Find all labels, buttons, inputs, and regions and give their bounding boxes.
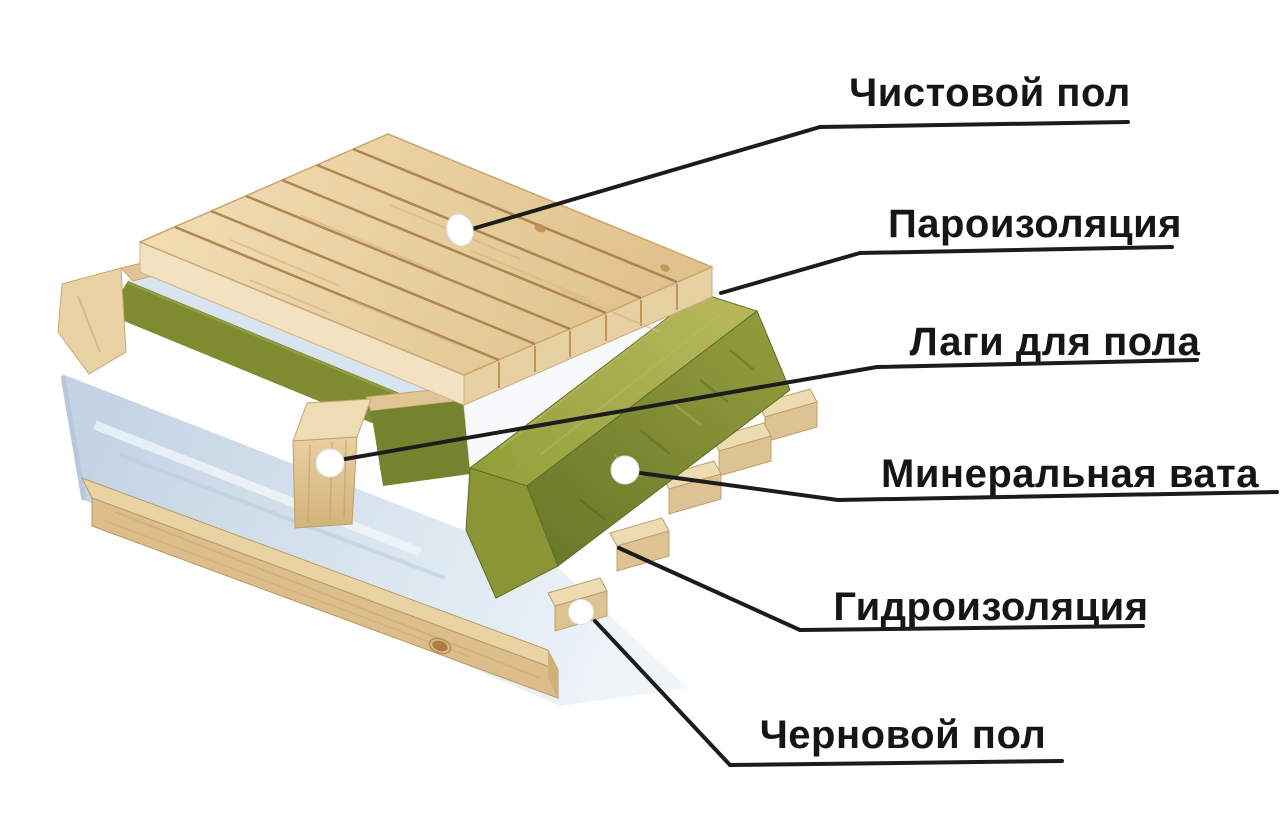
leader-line-subfloor xyxy=(593,619,732,767)
subfloor-slats xyxy=(547,388,818,632)
label-joists: Лаги для пола xyxy=(875,320,1201,369)
callout-marker-mineral-wool xyxy=(610,455,640,485)
vapor-film-strip xyxy=(128,268,461,415)
label-finish-floor-text: Чистовой пол xyxy=(849,71,1131,115)
callout-marker-finish-floor xyxy=(446,213,474,247)
label-finish-floor: Чистовой пол xyxy=(818,71,1131,129)
wool-texture xyxy=(499,301,691,449)
subfloor-board xyxy=(80,477,560,699)
label-joists-text: Лаги для пола xyxy=(910,320,1201,364)
leader-lines xyxy=(343,125,879,767)
label-waterproofing-text: Гидроизоляция xyxy=(833,585,1148,629)
callout-marker-subfloor xyxy=(568,599,594,625)
board-grain xyxy=(114,511,541,679)
label-subfloor-text: Черновой пол xyxy=(760,713,1047,757)
leader-line-vapor-barrier xyxy=(719,251,862,295)
leader-line-waterproofing xyxy=(617,546,802,632)
leader-line-finish-floor xyxy=(470,125,822,231)
wool-texture xyxy=(539,314,721,456)
left-joist-end-face xyxy=(57,267,127,375)
waterproofing-film xyxy=(60,374,688,706)
board-knot-ring xyxy=(428,637,452,655)
subfloor-slat xyxy=(711,422,772,477)
film-highlight xyxy=(93,420,422,557)
film-shade xyxy=(119,453,446,580)
callout-markers xyxy=(315,213,640,625)
label-vapor-barrier: Пароизоляция xyxy=(858,202,1182,255)
label-subfloor: Черновой пол xyxy=(728,713,1064,767)
plank-knot xyxy=(660,264,670,272)
film-edge xyxy=(60,375,87,501)
joist-post-top xyxy=(292,398,372,442)
waterproofing-film-sheet xyxy=(62,374,688,706)
plank-seams xyxy=(174,147,678,362)
leader-line-mineral-wool xyxy=(638,471,840,502)
plank-knot xyxy=(534,223,546,233)
label-underline xyxy=(875,358,1199,369)
board-knot xyxy=(432,640,448,652)
mineral-wool-end xyxy=(465,467,559,599)
plank-slab-top-face xyxy=(138,133,714,376)
label-mineral-wool: Минеральная вата xyxy=(836,452,1279,502)
mineral-wool-block xyxy=(465,292,791,599)
board-grain xyxy=(104,520,471,658)
label-vapor-barrier-text: Пароизоляция xyxy=(888,202,1182,246)
label-underline xyxy=(818,120,1130,129)
left-joist-shadow xyxy=(77,295,101,353)
label-underline xyxy=(728,759,1064,767)
labels: Чистовой пол Пароизоляция Лаги для пола … xyxy=(728,71,1279,767)
subfloor-slat xyxy=(609,517,670,572)
label-underline xyxy=(858,245,1174,255)
label-mineral-wool-text: Минеральная вата xyxy=(881,452,1259,496)
finish-floor-slab xyxy=(138,133,714,406)
plank-end-joints xyxy=(498,284,678,388)
label-underline xyxy=(836,490,1279,502)
label-underline xyxy=(798,624,1145,632)
subfloor-board-end xyxy=(548,650,558,698)
leader-line-joists xyxy=(343,365,879,461)
callout-marker-joists xyxy=(315,448,345,478)
label-waterproofing: Гидроизоляция xyxy=(798,585,1148,632)
wool-texture xyxy=(579,349,755,521)
